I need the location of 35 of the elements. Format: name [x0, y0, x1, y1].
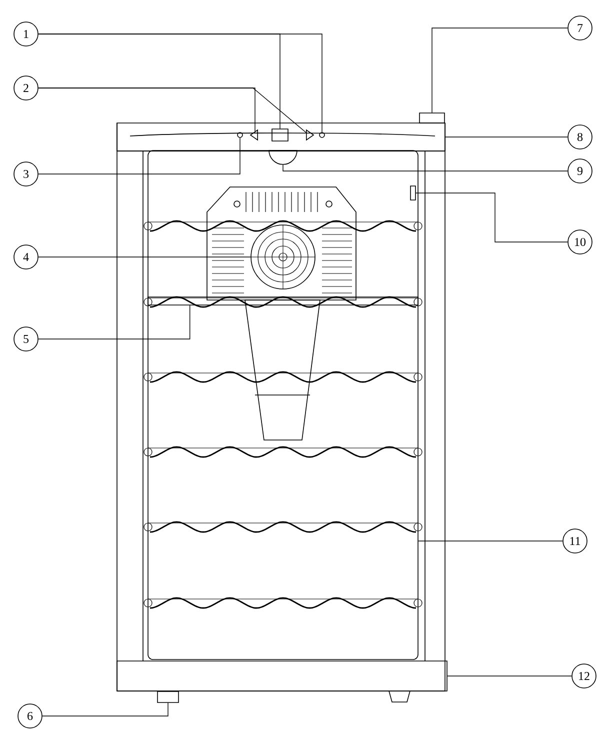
leader-line	[38, 305, 190, 340]
leader-line	[416, 192, 568, 242]
indicator-light	[319, 132, 325, 138]
indicator-light	[237, 132, 243, 138]
callout-number: 3	[14, 162, 38, 186]
foot	[157, 691, 179, 703]
callout-number: 5	[14, 326, 38, 352]
leader-line	[38, 34, 322, 132]
callout-number: 10	[568, 230, 592, 254]
leader-line	[38, 88, 306, 133]
base-panel	[116, 660, 448, 692]
callout-number: 11	[562, 528, 588, 554]
callout-number: 9	[568, 158, 592, 184]
leader-line	[282, 164, 568, 172]
callout-number: 6	[18, 704, 42, 728]
lamp	[268, 150, 298, 165]
leader-line	[445, 136, 568, 138]
switch	[410, 186, 416, 200]
leader-line	[418, 540, 563, 542]
rack-rail	[148, 296, 418, 306]
callout-number: 1	[14, 22, 38, 46]
glass-door	[148, 150, 418, 660]
fan	[250, 224, 316, 290]
callout-number: 8	[568, 124, 592, 150]
hinge-block	[419, 112, 445, 124]
leader-line	[38, 138, 240, 174]
leader-line	[38, 256, 251, 258]
callout-number: 4	[14, 244, 38, 270]
callout-number: 7	[568, 16, 592, 40]
callout-number: 2	[14, 76, 38, 100]
callout-number: 12	[572, 664, 596, 688]
leader-line	[42, 702, 168, 716]
display-window	[272, 128, 288, 142]
top-panel	[116, 122, 446, 152]
leader-line	[432, 28, 568, 113]
